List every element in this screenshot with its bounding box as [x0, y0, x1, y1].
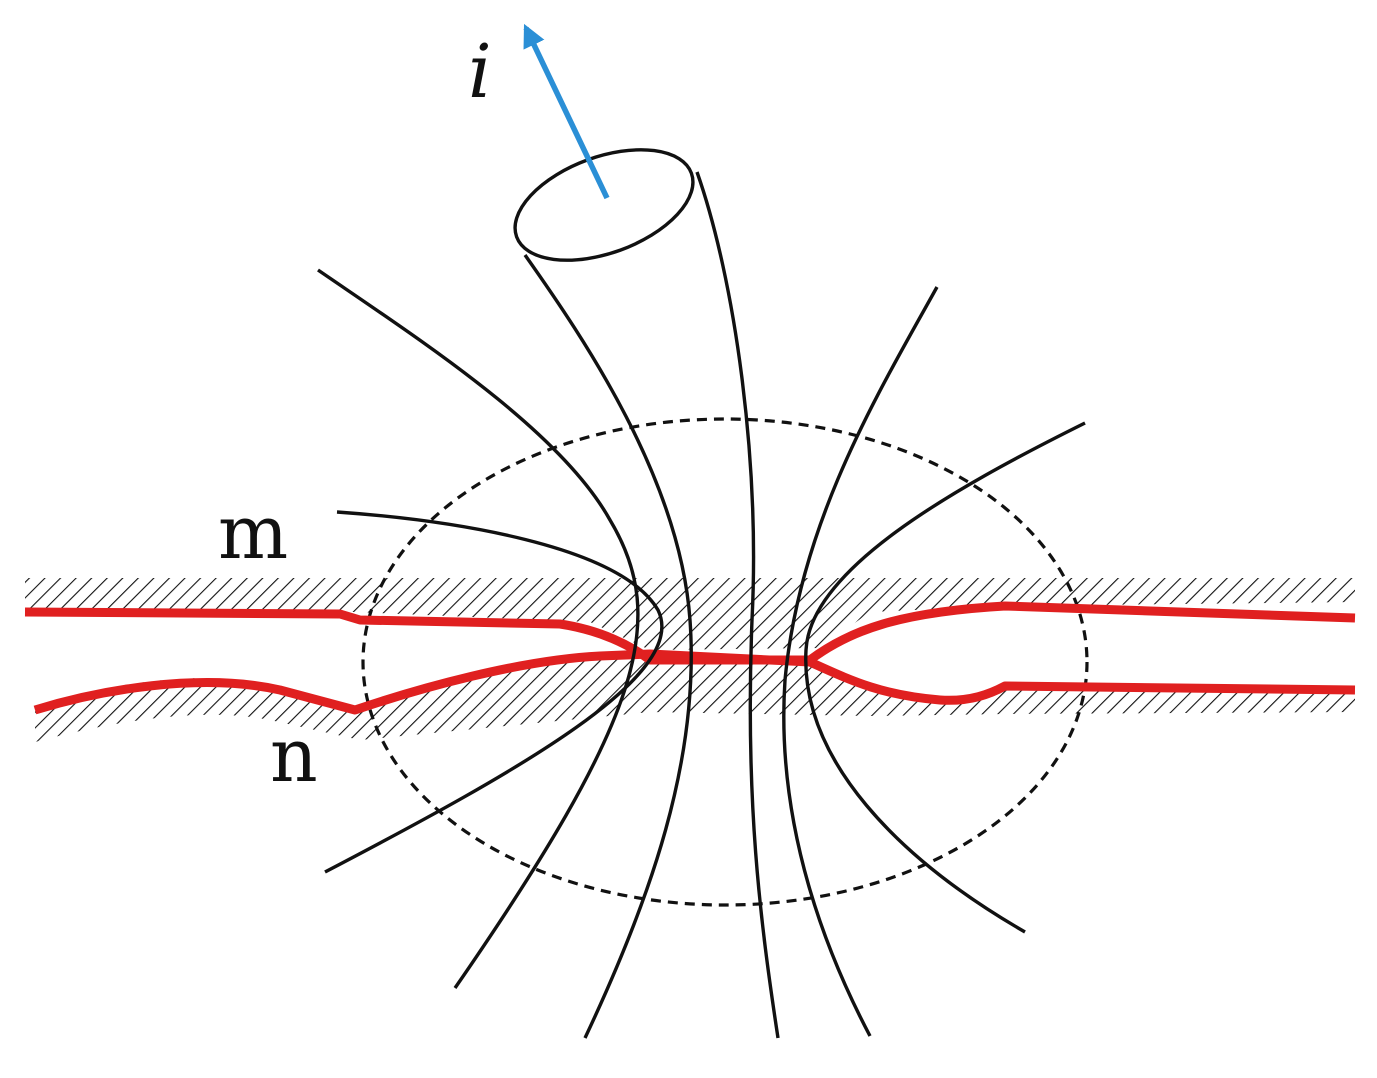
field-line-left-outer [317, 268, 640, 989]
upper-surface-label: m [218, 490, 288, 576]
current-direction-arrow [523, 23, 610, 200]
flux-tube-left-wall [523, 254, 693, 1039]
field-line-right-inner [782, 286, 939, 1037]
current-flux-tube [513, 148, 780, 1039]
lower-conductor-line [33, 649, 1356, 715]
conductor-profiles [24, 601, 1356, 715]
field-lines [317, 268, 1086, 1037]
hatch-band-lower [35, 659, 1355, 742]
flux-tube-opening [513, 148, 695, 262]
field-line-left-inner [324, 510, 664, 874]
flux-tube-right-wall [695, 171, 780, 1039]
lower-surface-label: n [270, 713, 318, 799]
contact-region-outline [361, 417, 1089, 907]
field-line-right-outer [804, 421, 1086, 934]
current-label: i [468, 29, 492, 115]
